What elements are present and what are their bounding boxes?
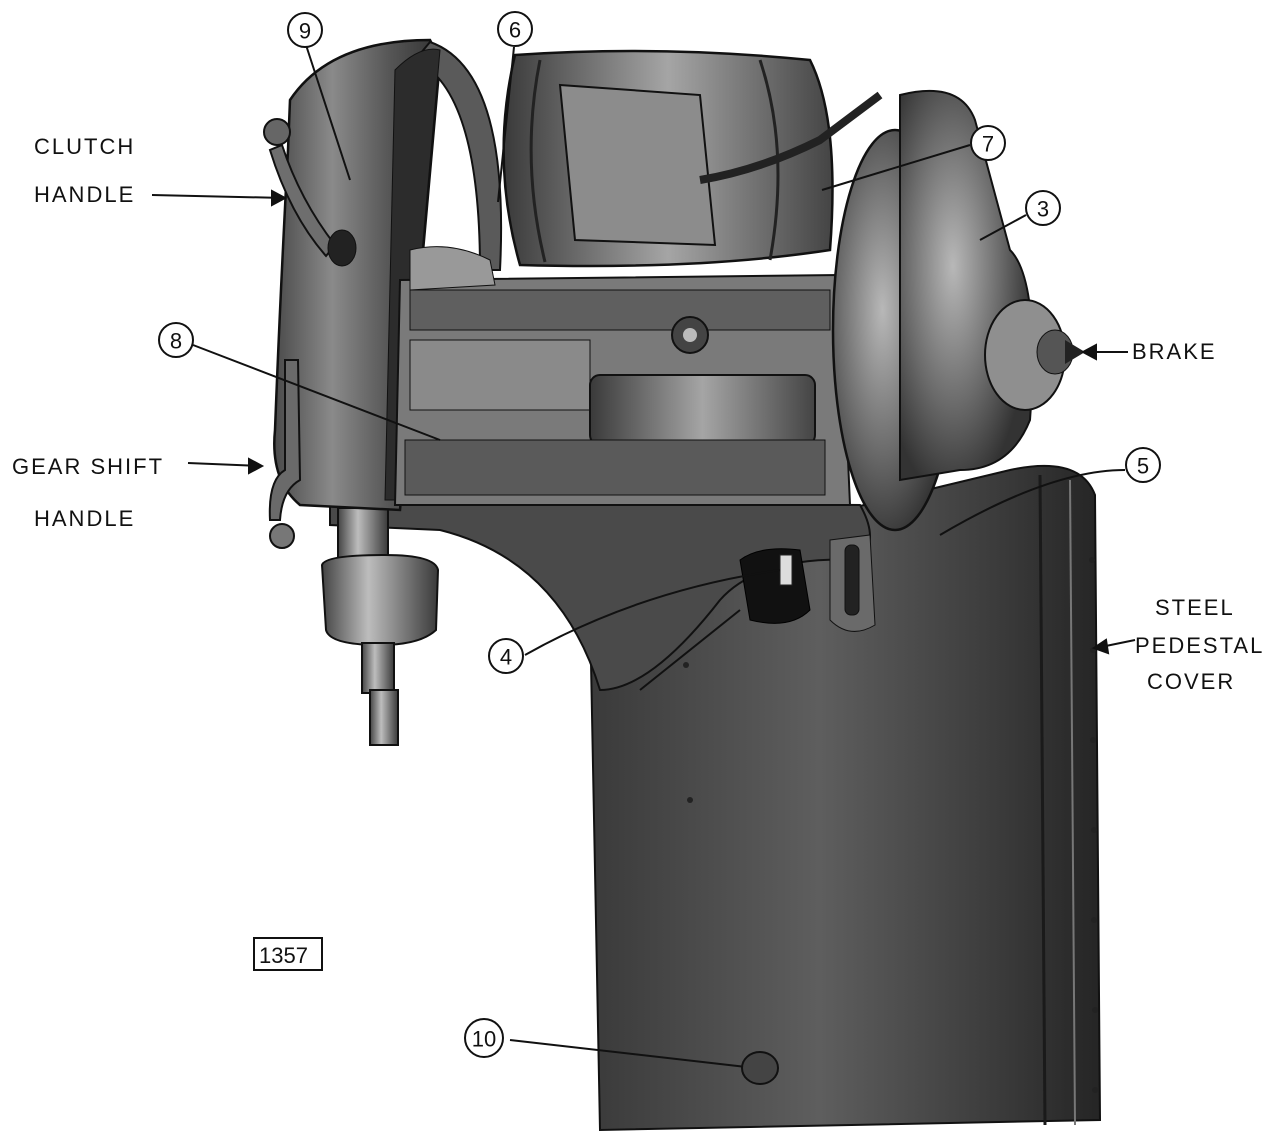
figure-number: 1357 — [259, 943, 308, 968]
callout-6: 6 — [497, 11, 533, 47]
callout-8: 8 — [158, 322, 194, 358]
callout-10-number: 10 — [472, 1027, 496, 1052]
callout-5-number: 5 — [1137, 454, 1149, 479]
callout-4: 4 — [488, 638, 524, 674]
gear-shift-label-line2: HANDLE — [34, 506, 135, 531]
callout-8-leader — [192, 344, 441, 441]
callout-5-leader — [939, 469, 1126, 536]
callout-7-leader — [821, 144, 971, 191]
brake-label: BRAKE — [1132, 339, 1217, 364]
callout-9-leader — [305, 44, 351, 181]
callout-4-number: 4 — [500, 645, 512, 670]
interior-deck — [393, 246, 852, 506]
coolant-motor — [589, 374, 816, 446]
callout-10-leader — [509, 1039, 756, 1069]
callout-6-number: 6 — [509, 18, 521, 43]
callout-7: 7 — [970, 125, 1006, 161]
callout-3-number: 3 — [1037, 197, 1049, 222]
brake-assembly — [831, 89, 1085, 532]
callout-9-number: 9 — [299, 19, 311, 44]
head-base-casting — [329, 498, 876, 692]
drain-plug — [741, 1051, 779, 1085]
drive-motor — [502, 49, 883, 268]
clutch-handle — [263, 118, 357, 267]
steel-label-line3: COVER — [1147, 669, 1235, 694]
figure-number-box: 1357 — [253, 937, 323, 971]
callout-3-leader — [979, 214, 1027, 241]
callout-10: 10 — [464, 1018, 504, 1058]
callout-8-number: 8 — [170, 329, 182, 354]
leader-lines — [151, 44, 1136, 1069]
callout-3: 3 — [1025, 190, 1061, 226]
clutch-label-line1: CLUTCH — [34, 134, 135, 159]
callout-9: 9 — [287, 12, 323, 48]
oil-sight-4 — [779, 554, 793, 586]
callout-5: 5 — [1125, 447, 1161, 483]
gear-shift-label-line1: GEAR SHIFT — [12, 454, 164, 479]
clutch-handle-leader — [151, 194, 286, 199]
callout-4-leader — [524, 569, 781, 656]
clutch-label-line2: HANDLE — [34, 182, 135, 207]
callout-6-leader — [497, 46, 515, 203]
steel-label-line2: PEDESTAL — [1135, 633, 1264, 658]
callout-7-number: 7 — [982, 132, 994, 157]
gear-shift-handle — [268, 359, 302, 549]
steel-label-line1: STEEL — [1155, 595, 1235, 620]
spindle — [320, 507, 440, 746]
